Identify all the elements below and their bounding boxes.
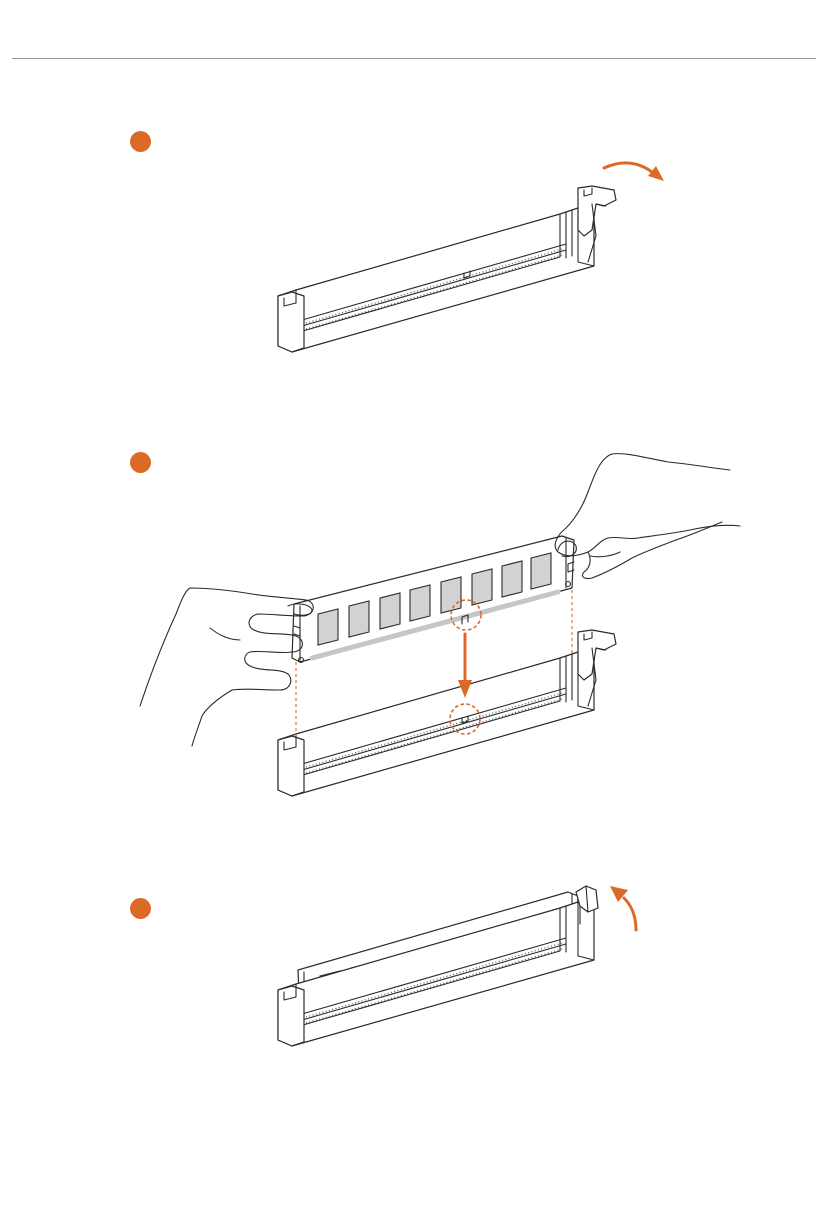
step-3-illustration — [278, 886, 636, 1046]
memory-module — [292, 536, 574, 663]
rotate-in-arrow-icon — [624, 898, 636, 930]
dimm-slot — [278, 652, 594, 796]
step-1-illustration — [278, 163, 664, 352]
hand-icon — [140, 588, 313, 746]
rotate-out-arrow-icon — [604, 163, 652, 172]
rotate-out-arrowhead — [648, 166, 664, 181]
dimm-slot — [278, 208, 594, 352]
step-2-illustration — [140, 454, 740, 796]
hand-icon — [555, 454, 740, 579]
